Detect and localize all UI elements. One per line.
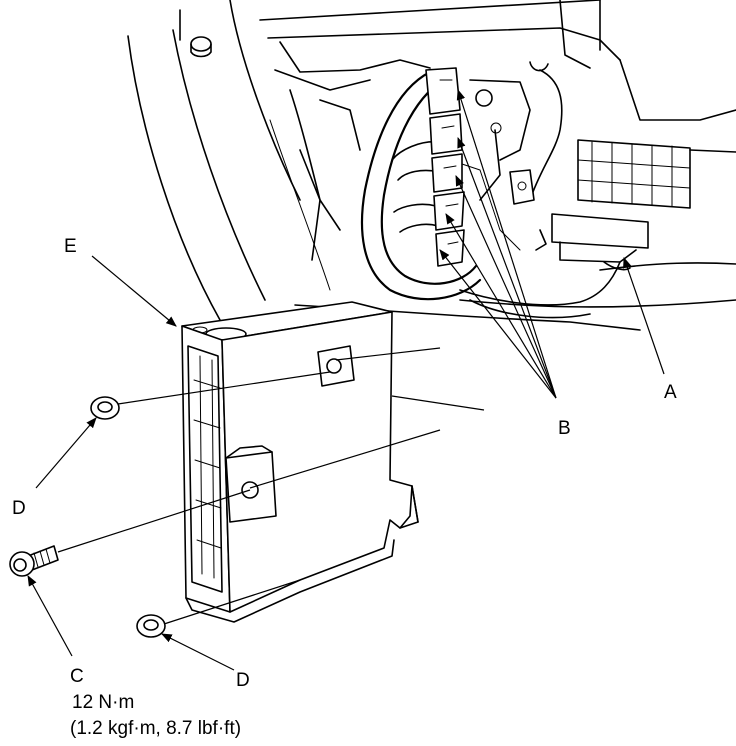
torque-spec-alt: (1.2 kgf·m, 8.7 lbf·ft) [70,718,241,739]
torque-spec-nm: 12 N·m [72,692,134,713]
callout-d-lower: D [236,670,250,691]
callout-leaders [27,88,665,671]
nut-d-lower [136,614,166,638]
callout-e: E [64,236,77,257]
dashboard-structure [127,0,736,331]
bolt-c [9,545,59,577]
callout-c: C [70,666,84,687]
alignment-lines [57,347,485,625]
callout-d-upper: D [12,498,26,519]
callout-a: A [664,382,677,403]
callout-b: B [558,418,571,439]
nut-d-upper [90,396,120,420]
ecm-unit [181,301,419,623]
